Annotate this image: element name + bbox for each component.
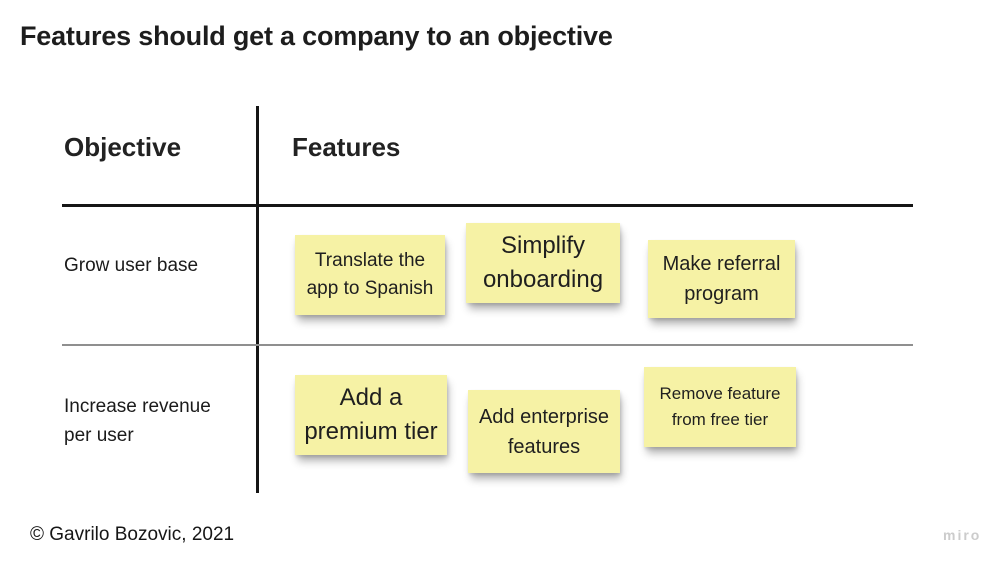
sticky-note-premium-tier[interactable]: Add a premium tier bbox=[295, 375, 447, 455]
row-label-increase-revenue: Increase revenue per user bbox=[64, 396, 211, 446]
header-divider-line bbox=[62, 204, 913, 207]
column-header-objective: Objective bbox=[64, 132, 182, 162]
column-header-features: Features bbox=[292, 132, 401, 162]
sticky-note-translate-app[interactable]: Translate the app to Spanish bbox=[295, 235, 445, 315]
column-divider-line bbox=[256, 106, 259, 493]
row-label-grow-user-base: Grow user base bbox=[64, 255, 199, 276]
sticky-note-remove-free-tier[interactable]: Remove feature from free tier bbox=[644, 367, 796, 447]
copyright-text: © Gavrilo Bozovic, 2021 bbox=[30, 524, 235, 545]
page-title: Features should get a company to an obje… bbox=[20, 21, 613, 51]
row-divider-line bbox=[62, 344, 913, 346]
sticky-note-enterprise-features[interactable]: Add enterprise features bbox=[468, 390, 620, 473]
sticky-note-referral-program[interactable]: Make referral program bbox=[648, 240, 795, 318]
sticky-note-simplify-onboarding[interactable]: Simplify onboarding bbox=[466, 223, 620, 303]
miro-watermark: miro bbox=[943, 527, 982, 543]
